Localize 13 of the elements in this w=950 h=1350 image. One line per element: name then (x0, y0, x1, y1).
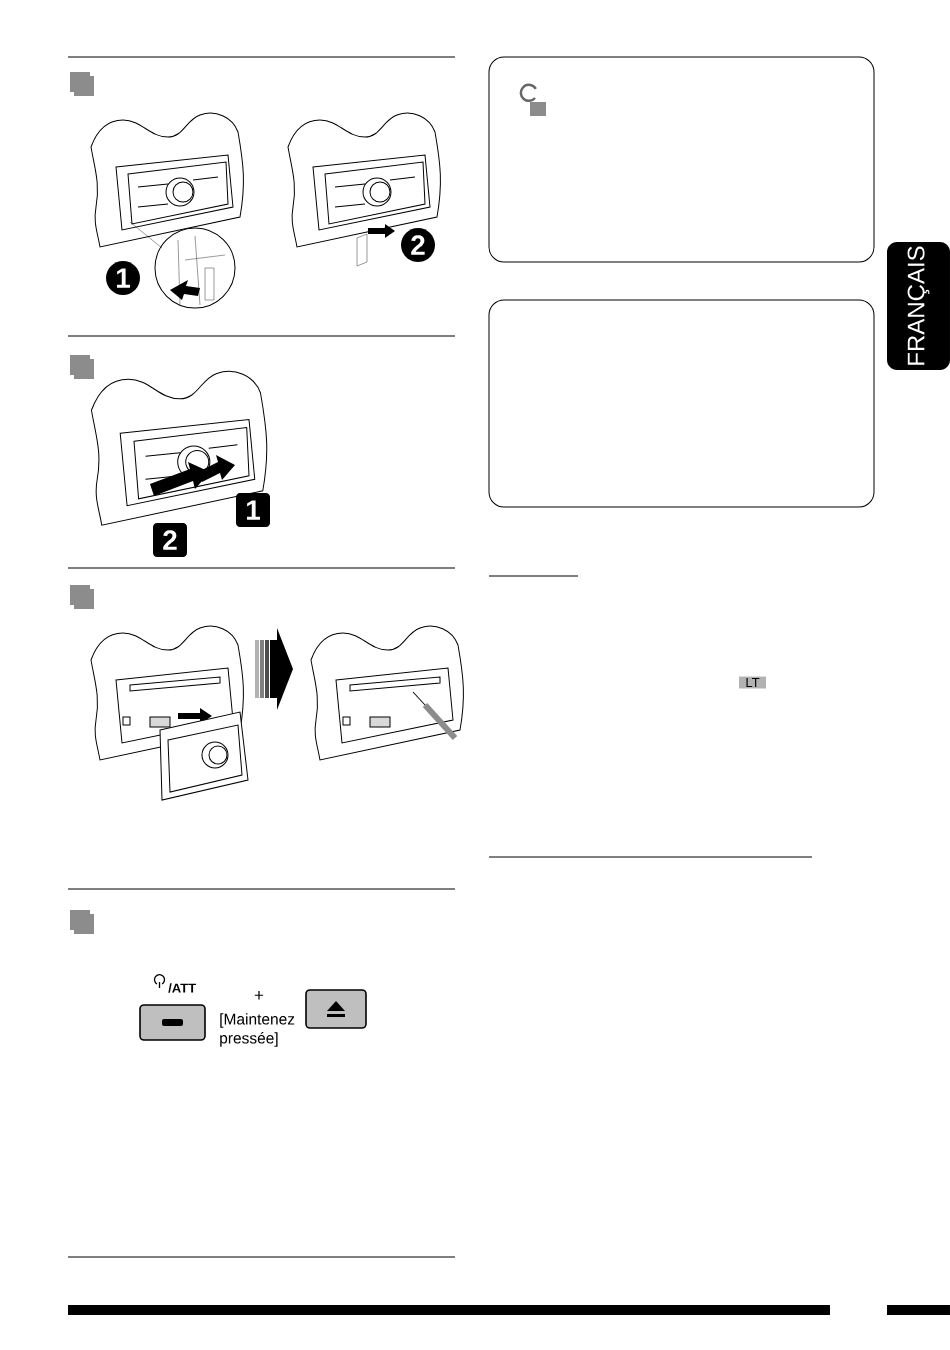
button-label: /ATT (168, 983, 196, 993)
eject-button (305, 989, 367, 1029)
plus-sign: + (254, 991, 264, 1000)
info-frame (488, 299, 875, 508)
language-tab: FRANÇAIS (887, 242, 950, 370)
display-indicator: LT (739, 676, 766, 689)
hold-note: [Maintenez pressée] (220, 1013, 295, 1047)
step-number: 2 (153, 523, 187, 557)
power-button (139, 1004, 206, 1041)
info-frame (488, 56, 875, 263)
step-number: 2 (401, 228, 435, 262)
step-number: 1 (106, 261, 140, 295)
step-number: 1 (236, 493, 270, 527)
